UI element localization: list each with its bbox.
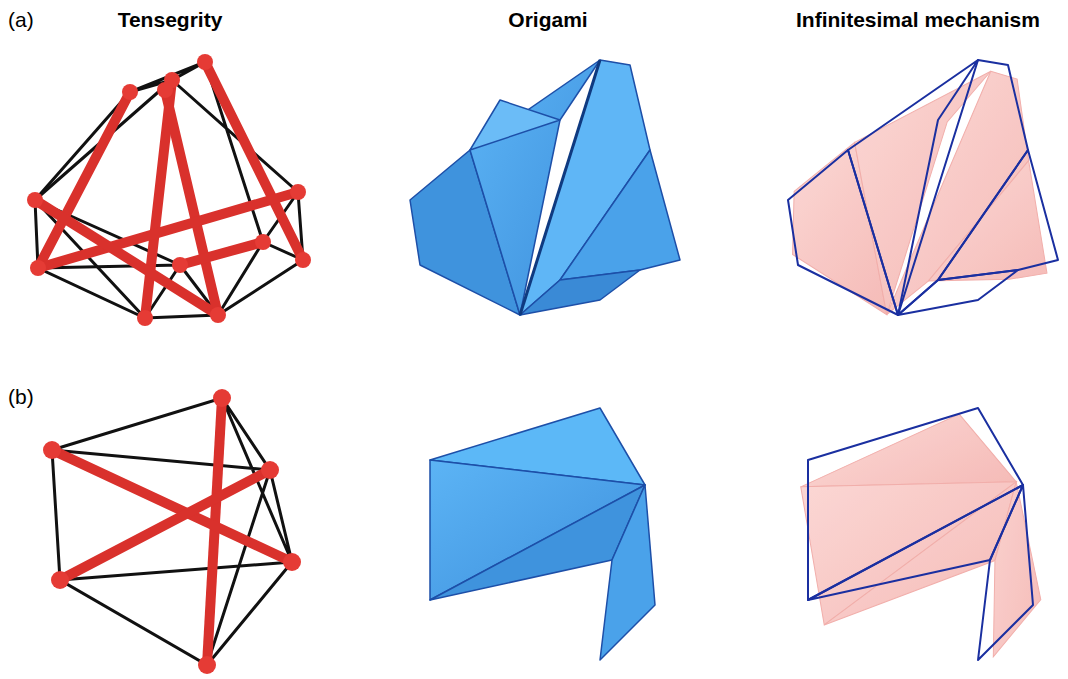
origami-b	[430, 408, 655, 660]
column-heading: Origami	[508, 8, 587, 31]
panel-tag: (b)	[8, 385, 34, 408]
column-heading: Tensegrity	[118, 8, 223, 31]
tensegrity-b	[43, 389, 301, 674]
panel-tag: (a)	[8, 8, 34, 31]
origami-a	[410, 60, 680, 315]
mechanism-b	[794, 406, 1048, 679]
column-heading: Infinitesimal mechanism	[796, 8, 1040, 31]
tensegrity-a	[27, 54, 311, 326]
mechanism-a	[782, 52, 1067, 331]
